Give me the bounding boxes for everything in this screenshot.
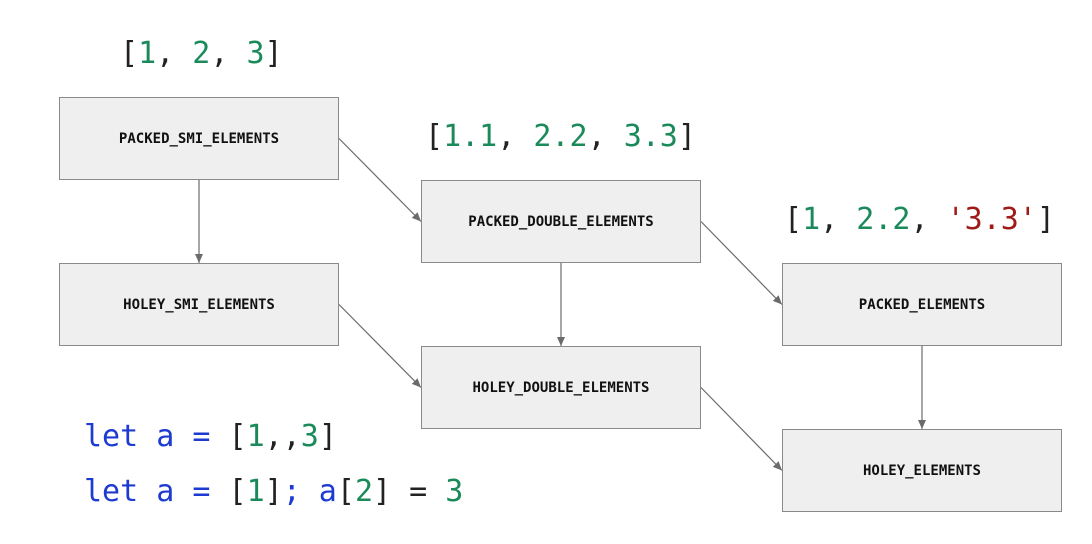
code-example-holes-literal: let a = [1,,3]: [84, 419, 337, 454]
assign-operator: =: [391, 474, 446, 509]
array-literal-smi: [1, 2, 3]: [120, 36, 283, 71]
bracket-open: [: [228, 474, 247, 509]
value: 2.2: [533, 119, 588, 154]
edge-packed_double-to-packed: [700, 221, 783, 305]
bracket-close: ]: [318, 419, 337, 454]
node-packed-double-elements: PACKED_DOUBLE_ELEMENTS: [421, 180, 701, 263]
bracket-open: [: [784, 202, 803, 237]
arrowhead: [195, 254, 203, 263]
bracket-close: ]: [264, 474, 283, 509]
value: 3.3: [623, 119, 678, 154]
arrowhead: [772, 295, 782, 305]
bracket-open: [: [425, 119, 444, 154]
value: 1.1: [443, 119, 498, 154]
node-packed-smi-elements: PACKED_SMI_ELEMENTS: [59, 97, 339, 180]
node-holey-elements: HOLEY_ELEMENTS: [782, 429, 1062, 512]
separator: ,: [587, 119, 624, 154]
holes: ,,: [264, 419, 301, 454]
separator: ,: [156, 36, 193, 71]
separator: ,: [820, 202, 857, 237]
bracket-close: ]: [373, 474, 392, 509]
arrowhead: [411, 378, 421, 388]
code-statement: ; a: [282, 474, 337, 509]
edge-holey_smi-to-holey_double: [338, 304, 422, 388]
edge-holey_double-to-holey: [700, 387, 783, 471]
arrowhead: [411, 212, 421, 222]
node-holey-smi-elements: HOLEY_SMI_ELEMENTS: [59, 263, 339, 346]
node-holey-double-elements: HOLEY_DOUBLE_ELEMENTS: [421, 346, 701, 429]
bracket-close: ]: [677, 119, 696, 154]
value: 1: [246, 474, 265, 509]
value: 1: [802, 202, 821, 237]
separator: ,: [210, 36, 247, 71]
value: 3: [300, 419, 319, 454]
bracket-open: [: [228, 419, 247, 454]
value: 2.2: [856, 202, 911, 237]
string-value: '3.3': [946, 202, 1037, 237]
arrowhead: [772, 461, 782, 471]
array-literal-mixed: [1, 2.2, '3.3']: [784, 202, 1055, 237]
bracket-close: ]: [1036, 202, 1055, 237]
bracket-open: [: [336, 474, 355, 509]
array-literal-double: [1.1, 2.2, 3.3]: [425, 119, 696, 154]
separator: ,: [497, 119, 534, 154]
bracket-open: [: [120, 36, 139, 71]
edge-packed_smi-to-packed_double: [338, 138, 422, 222]
code-example-holes-assignment: let a = [1]; a[2] = 3: [84, 474, 463, 509]
value: 2: [192, 36, 211, 71]
bracket-close: ]: [264, 36, 283, 71]
value: 1: [246, 419, 265, 454]
value: 3: [445, 474, 464, 509]
value: 1: [138, 36, 157, 71]
node-packed-elements: PACKED_ELEMENTS: [782, 263, 1062, 346]
code-keyword: let a =: [84, 474, 229, 509]
index-value: 2: [354, 474, 373, 509]
separator: ,: [910, 202, 947, 237]
value: 3: [246, 36, 265, 71]
arrowhead: [918, 420, 926, 429]
arrowhead: [557, 337, 565, 346]
code-keyword: let a =: [84, 419, 229, 454]
